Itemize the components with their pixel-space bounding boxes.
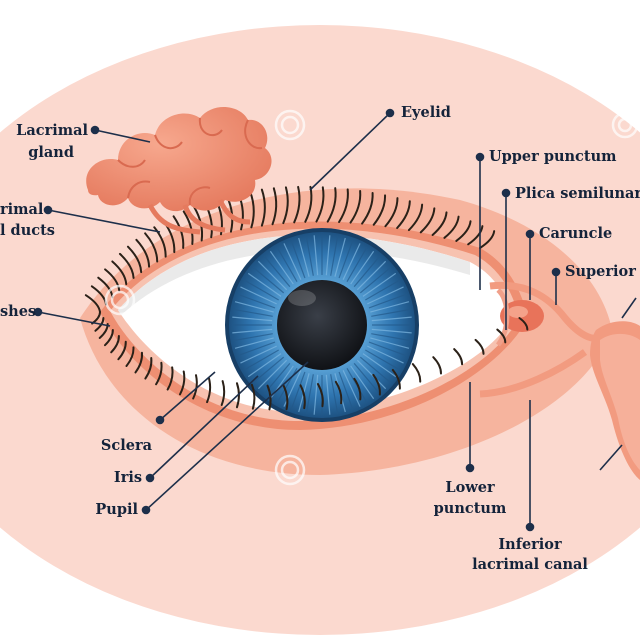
eyelashes — [84, 185, 529, 411]
label-eyelid: Eyelid — [401, 104, 451, 121]
label-eyelashes: shes — [0, 303, 37, 320]
label-plica-semilunaris: Plica semilunar — [515, 185, 640, 202]
label-pupil: Pupil — [95, 501, 138, 518]
label-lower-punctum-line1: Lower — [445, 479, 495, 496]
label-superior: Superior — [565, 263, 636, 280]
label-lacrimal-gland-line2: gland — [28, 144, 74, 161]
spiral-watermark-icon — [104, 109, 639, 486]
superior-lacrimal-canal — [489, 281, 601, 342]
label-caruncle: Caruncle — [539, 225, 613, 242]
inferior-lacrimal-canal — [479, 349, 588, 398]
lacrimal-gland — [86, 106, 272, 235]
label-sclera: Sclera — [100, 437, 152, 454]
leader-lines — [33, 108, 637, 532]
label-upper-punctum: Upper punctum — [489, 148, 617, 165]
label-iris: Iris — [113, 469, 142, 486]
label-lower-punctum-line2: punctum — [433, 500, 507, 517]
pupil — [277, 280, 367, 370]
label-inferior-canal-line1: Inferior — [498, 536, 562, 553]
label-lacrimal-ducts-line1: rimal — [0, 201, 44, 218]
label-lacrimal-ducts-line2: l ducts — [0, 222, 55, 239]
label-lacrimal-gland-line1: Lacrimal — [16, 122, 88, 139]
plica-semilunaris — [495, 288, 510, 347]
label-inferior-canal-line2: lacrimal canal — [472, 556, 588, 573]
